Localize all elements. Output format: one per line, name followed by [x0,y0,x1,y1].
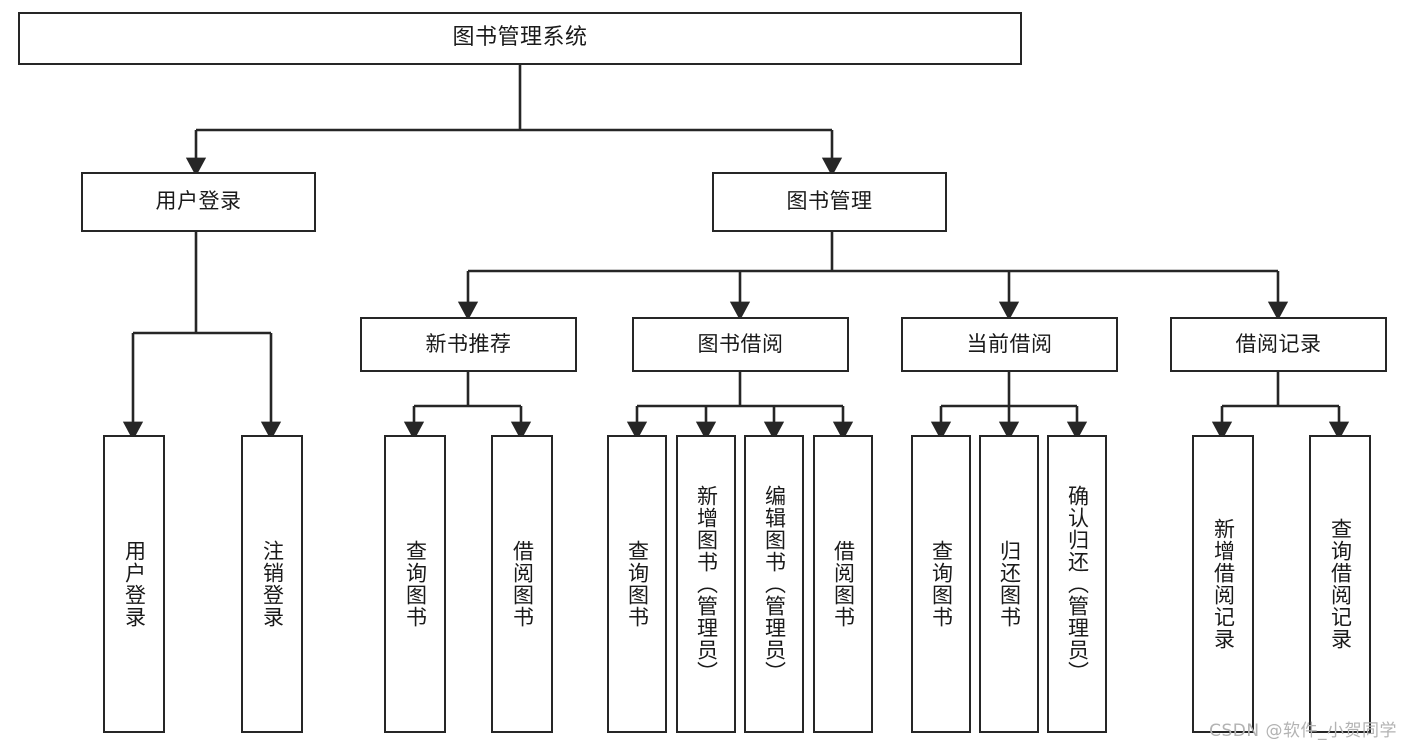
node-user-login[interactable]: 用户登录 [81,172,316,232]
leaf-node-borrow-book-recommendation[interactable]: 借阅图书 [491,435,553,733]
leaf-node-query-borrow-record[interactable]: 查询借阅记录 [1309,435,1371,733]
node-current-borrow[interactable]: 当前借阅 [901,317,1118,372]
leaf-node-query-book-borrow[interactable]: 查询图书 [607,435,667,733]
node-borrow-record-label: 借阅记录 [1235,331,1322,356]
node-user-login-label: 用户登录 [155,189,242,214]
node-borrow-record[interactable]: 借阅记录 [1170,317,1387,372]
leaf-node-user-login-label: 用户登录 [122,540,147,628]
leaf-node-confirm-return-admin-label: 确认归还（管理员） [1065,485,1090,683]
leaf-node-query-book-current-label: 查询图书 [929,540,954,628]
leaf-node-add-borrow-record[interactable]: 新增借阅记录 [1192,435,1254,733]
node-root-label: 图书管理系统 [452,25,588,51]
node-book-borrow[interactable]: 图书借阅 [632,317,849,372]
leaf-node-query-borrow-record-label: 查询借阅记录 [1328,518,1353,650]
node-book-borrow-label: 图书借阅 [697,331,784,356]
node-book-manage-label: 图书管理 [786,189,873,214]
leaf-node-return-book[interactable]: 归还图书 [979,435,1039,733]
node-root-book-management-system[interactable]: 图书管理系统 [18,12,1022,65]
leaf-node-edit-book-admin-label: 编辑图书（管理员） [762,485,787,683]
node-current-borrow-label: 当前借阅 [966,331,1053,356]
node-new-book-recommendation[interactable]: 新书推荐 [360,317,577,372]
leaf-node-query-book-recommendation-label: 查询图书 [403,540,428,628]
leaf-node-borrow-book-recommendation-label: 借阅图书 [510,540,535,628]
leaf-node-borrow-book-label: 借阅图书 [831,540,856,628]
watermark-text: CSDN @软件_小贺同学 [1209,721,1397,741]
leaf-node-logout-label: 注销登录 [260,540,285,628]
leaf-node-return-book-label: 归还图书 [997,540,1022,628]
leaf-node-confirm-return-admin[interactable]: 确认归还（管理员） [1047,435,1107,733]
leaf-node-query-book-recommendation[interactable]: 查询图书 [384,435,446,733]
leaf-node-query-book-borrow-label: 查询图书 [625,540,650,628]
leaf-node-edit-book-admin[interactable]: 编辑图书（管理员） [744,435,804,733]
node-book-manage[interactable]: 图书管理 [712,172,947,232]
leaf-node-query-book-current[interactable]: 查询图书 [911,435,971,733]
leaf-node-add-borrow-record-label: 新增借阅记录 [1211,518,1236,650]
leaf-node-borrow-book[interactable]: 借阅图书 [813,435,873,733]
node-new-book-recommendation-label: 新书推荐 [425,331,512,356]
leaf-node-user-login[interactable]: 用户登录 [103,435,165,733]
leaf-node-add-book-admin-label: 新增图书（管理员） [694,485,719,683]
leaf-node-add-book-admin[interactable]: 新增图书（管理员） [676,435,736,733]
leaf-node-logout[interactable]: 注销登录 [241,435,303,733]
